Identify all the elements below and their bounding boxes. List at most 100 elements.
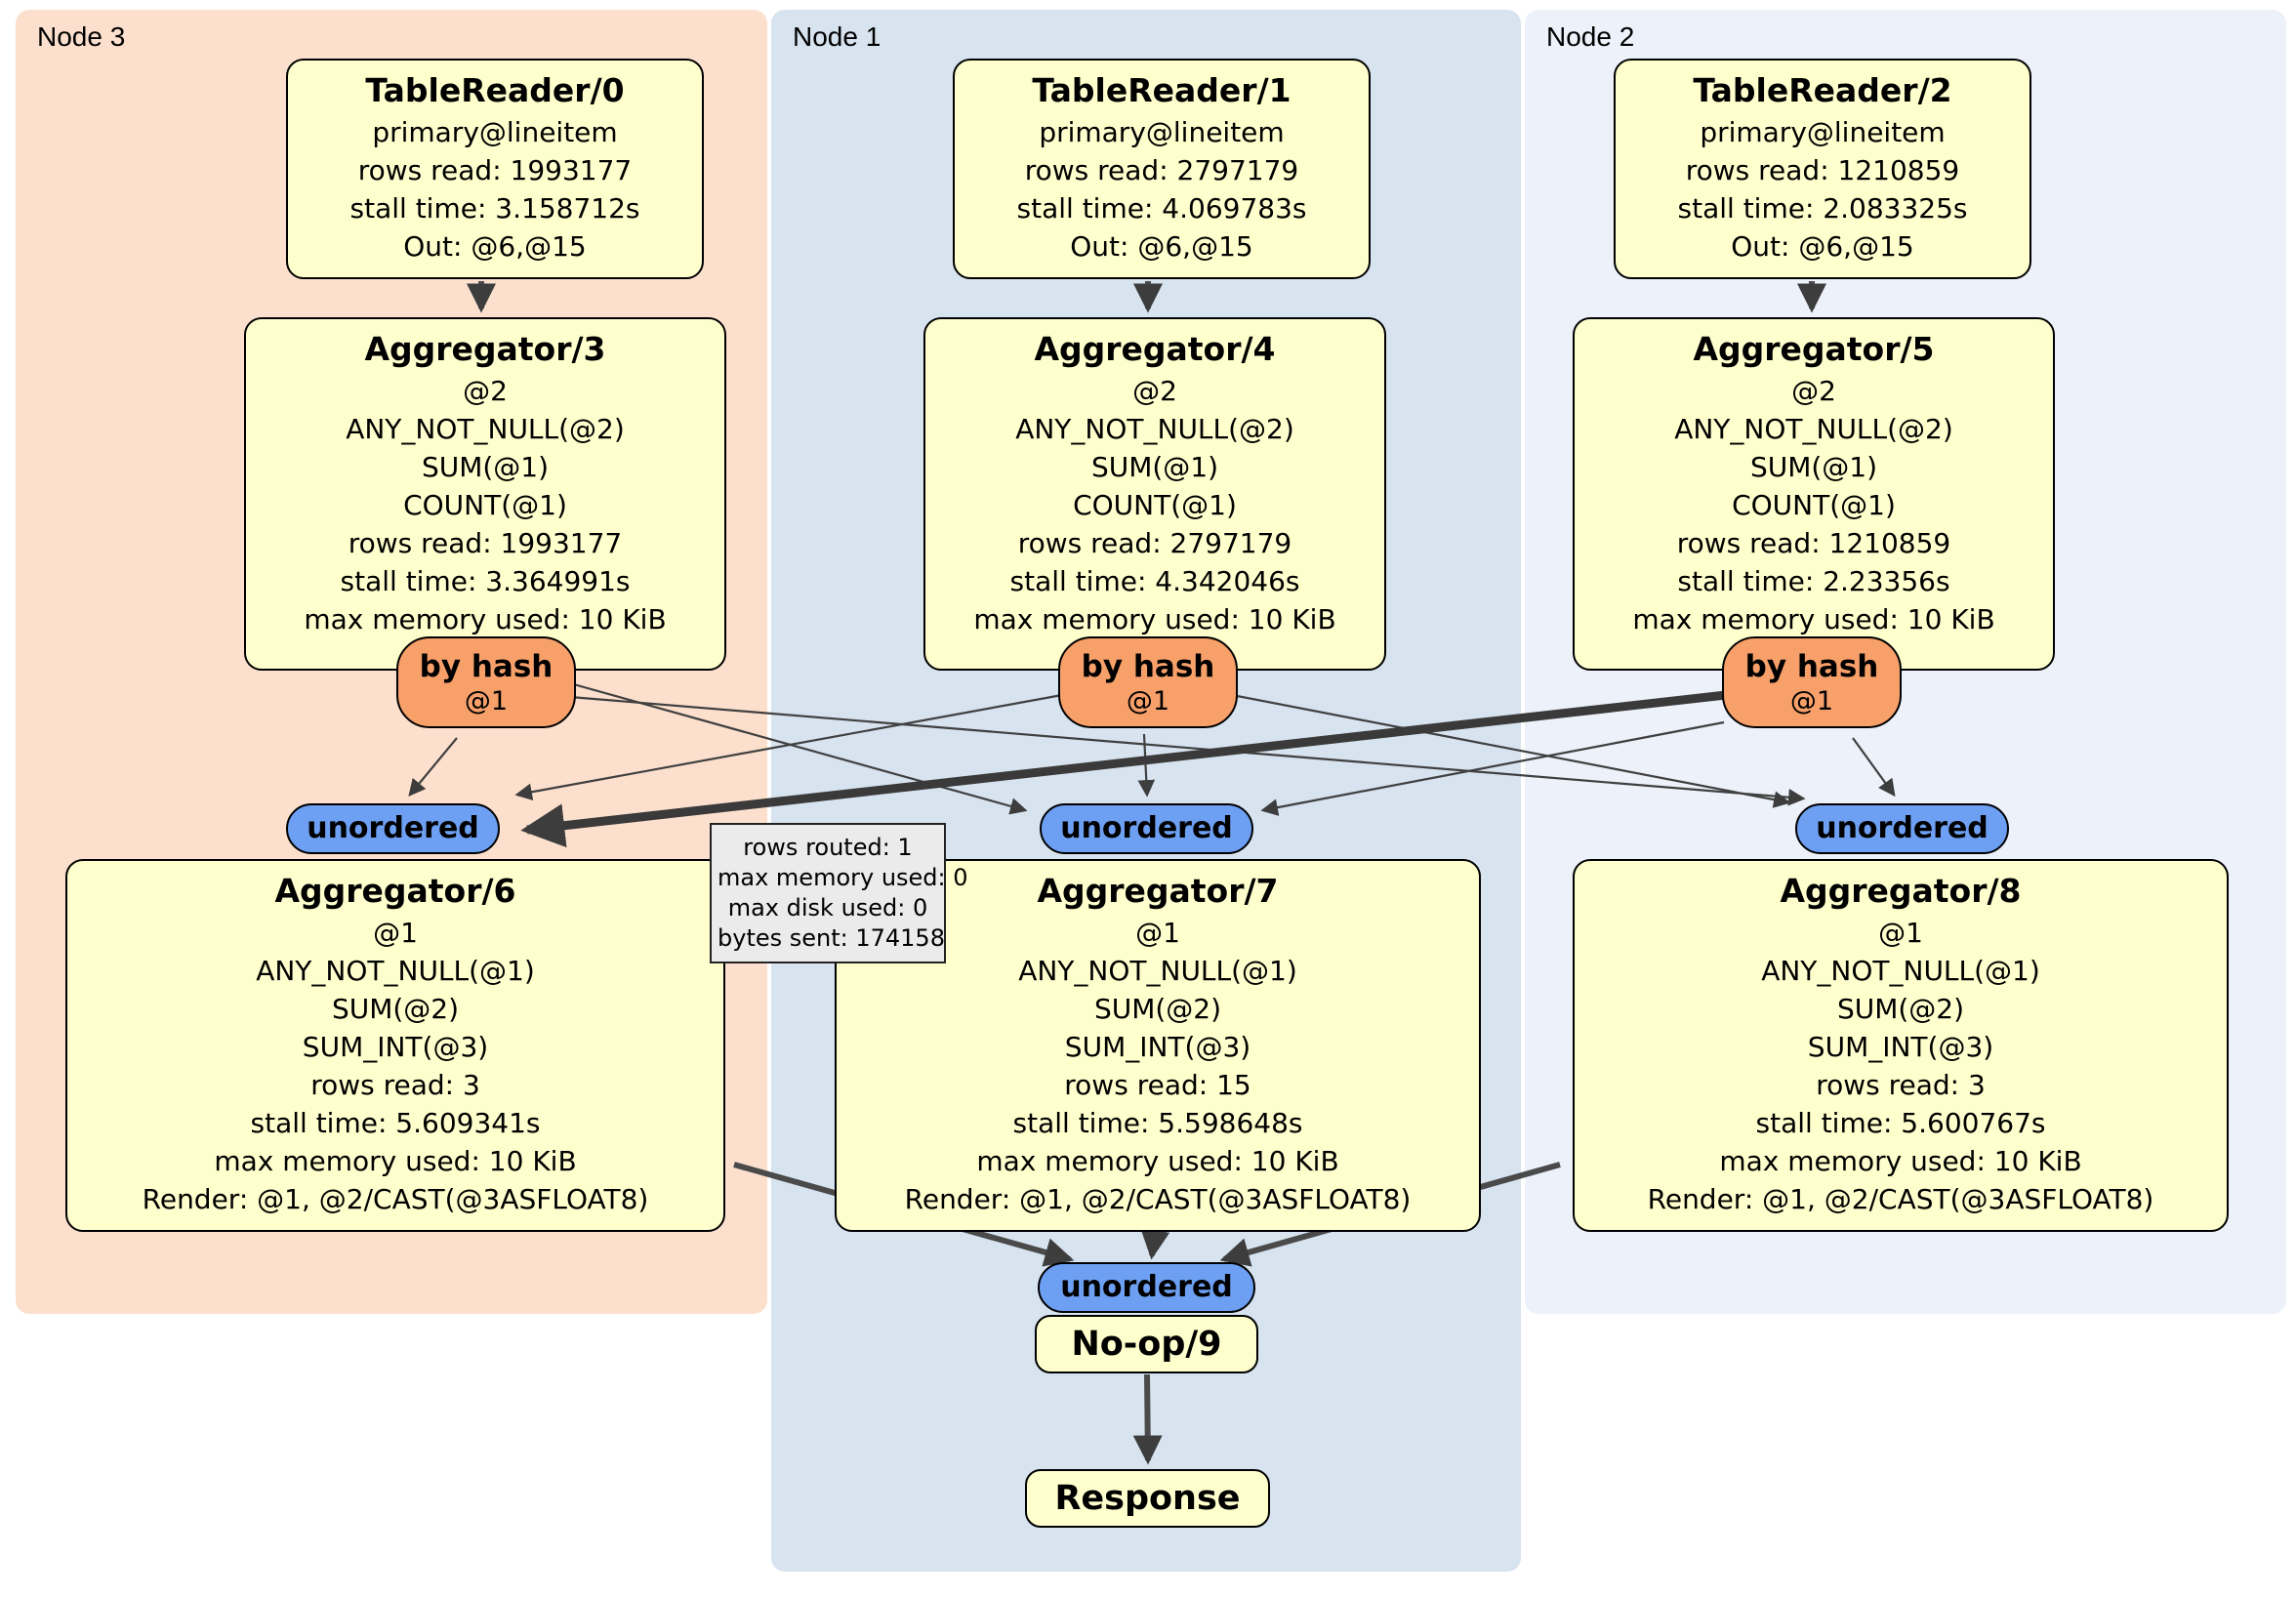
stream-label: unordered bbox=[307, 811, 479, 845]
detail-line: rows read: 1993177 bbox=[357, 154, 633, 186]
router-key: @1 bbox=[1789, 686, 1834, 717]
detail-line: @1 bbox=[373, 917, 418, 949]
processor-title: TableReader/2 bbox=[1693, 71, 1952, 109]
detail-line: stall time: 3.364991s bbox=[340, 565, 631, 597]
detail-line: stall time: 4.342046s bbox=[1009, 565, 1300, 597]
detail-line: stall time: 3.158712s bbox=[349, 192, 640, 225]
router-label: by hash bbox=[1744, 649, 1879, 684]
processor-title: Aggregator/8 bbox=[1780, 872, 2022, 910]
detail-line: Out: @6,@15 bbox=[1070, 230, 1253, 263]
detail-line: SUM_INT(@3) bbox=[1064, 1031, 1251, 1063]
processor-title: No-op/9 bbox=[1071, 1325, 1222, 1364]
router-by-hash-node3[interactable]: by hash @1 bbox=[396, 636, 576, 728]
stream-label: unordered bbox=[1060, 811, 1233, 845]
edge-router1-stream2[interactable] bbox=[1231, 693, 1791, 808]
detail-line: rows read: 1210859 bbox=[1685, 154, 1960, 186]
router-key: @1 bbox=[1126, 686, 1170, 717]
edge-router3-stream1[interactable] bbox=[569, 681, 1028, 815]
router-label: by hash bbox=[419, 649, 554, 684]
edge-router2-stream1[interactable] bbox=[1260, 720, 1725, 816]
processor-title: Aggregator/6 bbox=[274, 872, 516, 910]
detail-line: max memory used: 10 KiB bbox=[1632, 603, 1995, 635]
detail-line: ANY_NOT_NULL(@2) bbox=[1674, 413, 1953, 445]
edge-router2-stream2[interactable] bbox=[1852, 737, 1896, 798]
stream-unordered-final[interactable]: unordered bbox=[1038, 1262, 1255, 1313]
edge-router2-stream3-bold[interactable] bbox=[520, 690, 1727, 848]
detail-line: rows routed: 1 bbox=[743, 834, 913, 861]
detail-line: Render: @1, @2/CAST(@3ASFLOAT8) bbox=[1647, 1183, 2154, 1215]
processor-title: TableReader/0 bbox=[365, 71, 625, 109]
detail-line: COUNT(@1) bbox=[1732, 489, 1896, 521]
detail-line: Render: @1, @2/CAST(@3ASFLOAT8) bbox=[142, 1183, 649, 1215]
node-group-1-label: Node 1 bbox=[793, 21, 882, 52]
detail-line: SUM(@2) bbox=[331, 993, 460, 1025]
stream-label: unordered bbox=[1060, 1270, 1233, 1304]
edge-stats-tooltip: rows routed: 1 max memory used: 0 max disk… bbox=[710, 823, 968, 963]
detail-line: rows read: 2797179 bbox=[1024, 154, 1299, 186]
detail-line: SUM(@1) bbox=[1090, 451, 1219, 483]
detail-line: bytes sent: 174158 bbox=[718, 924, 945, 952]
detail-line: stall time: 5.598648s bbox=[1012, 1107, 1303, 1139]
detail-line: max disk used: 0 bbox=[727, 894, 928, 921]
detail-line: Render: @1, @2/CAST(@3ASFLOAT8) bbox=[904, 1183, 1412, 1215]
detail-line: SUM(@1) bbox=[421, 451, 550, 483]
detail-line: SUM(@2) bbox=[1093, 993, 1222, 1025]
stream-unordered-node2[interactable]: unordered bbox=[1795, 803, 2009, 854]
detail-line: @2 bbox=[1132, 375, 1177, 407]
processor-tablereader-0[interactable]: TableReader/0 primary@lineitem rows read:… bbox=[286, 59, 704, 279]
detail-line: stall time: 2.23356s bbox=[1677, 565, 1950, 597]
detail-line: rows read: 1993177 bbox=[348, 527, 623, 559]
processor-title: Aggregator/7 bbox=[1037, 872, 1279, 910]
processor-response[interactable]: Response bbox=[1025, 1469, 1270, 1528]
node-group-3-label: Node 3 bbox=[37, 21, 126, 52]
detail-line: ANY_NOT_NULL(@1) bbox=[1761, 955, 2040, 987]
detail-line: stall time: 2.083325s bbox=[1677, 192, 1968, 225]
detail-line: COUNT(@1) bbox=[1073, 489, 1237, 521]
detail-line: stall time: 5.600767s bbox=[1755, 1107, 2046, 1139]
edge-noop-response[interactable] bbox=[1132, 1373, 1163, 1465]
detail-line: ANY_NOT_NULL(@1) bbox=[256, 955, 535, 987]
detail-line: rows read: 2797179 bbox=[1017, 527, 1292, 559]
detail-line: ANY_NOT_NULL(@2) bbox=[346, 413, 625, 445]
stream-unordered-node1[interactable]: unordered bbox=[1040, 803, 1253, 854]
processor-details: primary@lineitem rows read: 1210859 stall … bbox=[1627, 113, 2018, 266]
processor-tablereader-2[interactable]: TableReader/2 primary@lineitem rows read:… bbox=[1614, 59, 2031, 279]
detail-line: SUM_INT(@3) bbox=[1807, 1031, 1994, 1063]
detail-line: rows read: 1210859 bbox=[1676, 527, 1951, 559]
detail-line: ANY_NOT_NULL(@2) bbox=[1015, 413, 1294, 445]
detail-line: stall time: 4.069783s bbox=[1016, 192, 1307, 225]
detail-line: rows read: 15 bbox=[1064, 1069, 1251, 1101]
detail-line: max memory used: 10 KiB bbox=[973, 603, 1336, 635]
detail-line: COUNT(@1) bbox=[403, 489, 567, 521]
processor-title: TableReader/1 bbox=[1032, 71, 1292, 109]
detail-line: primary@lineitem bbox=[372, 116, 618, 148]
detail-line: SUM_INT(@3) bbox=[302, 1031, 489, 1063]
edge-router3-stream2[interactable] bbox=[569, 695, 1806, 806]
processor-title: Aggregator/3 bbox=[364, 330, 606, 368]
node-group-2-label: Node 2 bbox=[1546, 21, 1635, 52]
edge-router1-stream3[interactable] bbox=[514, 693, 1063, 800]
stream-unordered-node3[interactable]: unordered bbox=[286, 803, 500, 854]
router-by-hash-node1[interactable]: by hash @1 bbox=[1058, 636, 1238, 728]
router-by-hash-node2[interactable]: by hash @1 bbox=[1722, 636, 1902, 728]
detail-line: @2 bbox=[463, 375, 508, 407]
processor-noop-9[interactable]: No-op/9 bbox=[1035, 1315, 1258, 1373]
detail-line: max memory used: 0 bbox=[718, 864, 968, 891]
detail-line: @1 bbox=[1878, 917, 1923, 949]
detail-line: SUM(@1) bbox=[1749, 451, 1878, 483]
detail-line: primary@lineitem bbox=[1700, 116, 1946, 148]
edge-router3-stream3[interactable] bbox=[408, 737, 458, 798]
processor-title: Aggregator/5 bbox=[1693, 330, 1935, 368]
